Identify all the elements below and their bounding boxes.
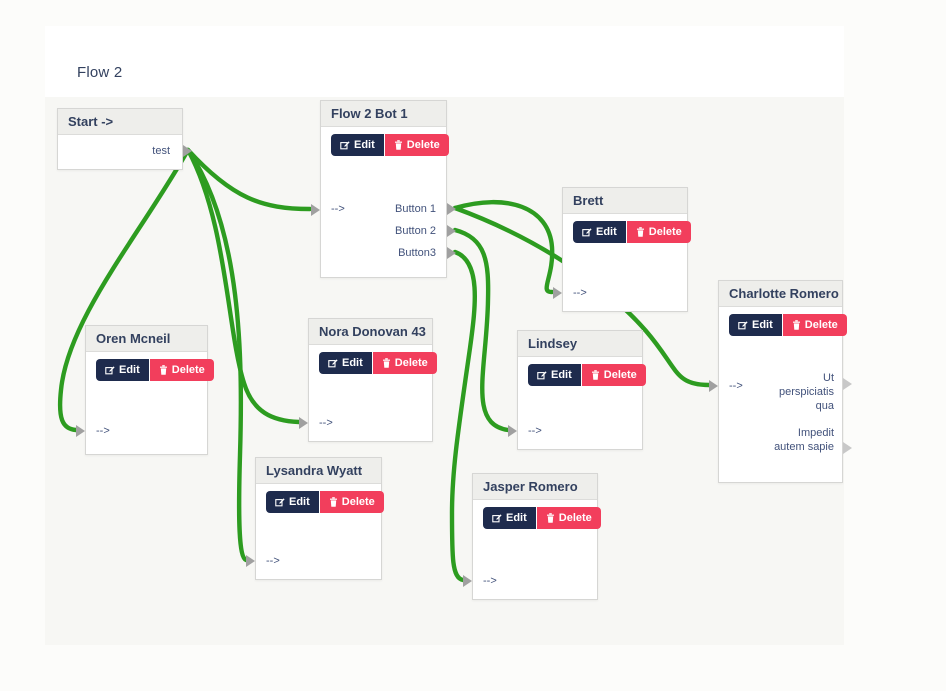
output-label-button2: Button 2 — [395, 225, 436, 237]
input-port[interactable] — [311, 204, 320, 216]
node-start[interactable]: Start -> test — [57, 108, 192, 170]
node-title: Lindsey — [518, 331, 642, 357]
trash-icon — [394, 140, 402, 150]
output-label-test: test — [152, 145, 170, 157]
trash-icon — [792, 320, 800, 330]
delete-button[interactable]: Delete — [372, 352, 437, 374]
output-port[interactable] — [183, 145, 192, 157]
input-label: --> — [331, 203, 345, 215]
node-flow2-bot1[interactable]: Flow 2 Bot 1 Edit Delete --> Button 1 Bu… — [311, 100, 456, 278]
pencil-icon — [105, 366, 115, 375]
input-port[interactable] — [463, 575, 472, 587]
node-title: Brett — [563, 188, 687, 214]
page-title: Flow 2 — [77, 64, 123, 81]
edit-button[interactable]: Edit — [729, 314, 782, 336]
edit-button[interactable]: Edit — [331, 134, 384, 156]
output-port-button1[interactable] — [447, 203, 456, 215]
delete-button[interactable]: Delete — [626, 221, 691, 243]
edge-start-to-nora[interactable] — [185, 147, 302, 425]
output-label-ut-perspiciatis: Ut perspiciatis qua — [778, 372, 834, 412]
node-title: Oren Mcneil — [86, 326, 207, 352]
input-port[interactable] — [246, 555, 255, 567]
edit-button[interactable]: Edit — [483, 507, 536, 529]
output-label-button1: Button 1 — [395, 203, 436, 215]
trash-icon — [546, 513, 554, 523]
input-port[interactable] — [553, 287, 562, 299]
pencil-icon — [275, 498, 285, 507]
edge-button1-to-brett[interactable] — [452, 199, 555, 295]
input-port[interactable] — [508, 425, 517, 437]
input-port[interactable] — [709, 380, 718, 392]
node-nora-donovan[interactable]: Nora Donovan 43 Edit Delete --> — [299, 318, 437, 442]
node-title: Nora Donovan 43 — [309, 319, 432, 345]
pencil-icon — [738, 321, 748, 330]
input-label: --> — [483, 575, 497, 587]
output-label-impedit-autem: Impedit autem sapie — [774, 427, 834, 453]
pencil-icon — [328, 359, 338, 368]
node-lindsey[interactable]: Lindsey Edit Delete --> — [508, 330, 646, 450]
node-oren-mcneil[interactable]: Oren Mcneil Edit Delete --> — [76, 325, 214, 455]
trash-icon — [382, 358, 390, 368]
trash-icon — [159, 365, 167, 375]
delete-button[interactable]: Delete — [581, 364, 646, 386]
edit-button[interactable]: Edit — [573, 221, 626, 243]
node-title: Flow 2 Bot 1 — [321, 101, 446, 127]
output-port-ut[interactable] — [843, 378, 852, 390]
input-label: --> — [319, 417, 333, 429]
node-charlotte-romero[interactable]: Charlotte Romero Edit Delete --> Ut pers… — [709, 280, 852, 483]
node-title: Charlotte Romero — [719, 281, 842, 307]
edge-start-to-bot1[interactable] — [185, 147, 313, 212]
input-label: --> — [573, 287, 587, 299]
input-label: --> — [528, 425, 542, 437]
delete-button[interactable]: Delete — [149, 359, 214, 381]
edit-button[interactable]: Edit — [528, 364, 581, 386]
node-title: Start -> — [58, 109, 182, 135]
header-bar: Flow 2 — [45, 26, 844, 97]
delete-button[interactable]: Delete — [536, 507, 601, 529]
edge-button2-to-lindsey[interactable] — [452, 227, 511, 433]
delete-button[interactable]: Delete — [319, 491, 384, 513]
edge-start-to-oren[interactable] — [57, 147, 191, 433]
input-label: --> — [96, 425, 110, 437]
input-port[interactable] — [76, 425, 85, 437]
delete-button[interactable]: Delete — [384, 134, 449, 156]
node-title: Jasper Romero — [473, 474, 597, 500]
edit-button[interactable]: Edit — [96, 359, 149, 381]
trash-icon — [329, 497, 337, 507]
edge-start-to-lysandra[interactable] — [185, 147, 249, 563]
output-port-button2[interactable] — [447, 225, 456, 237]
node-jasper-romero[interactable]: Jasper Romero Edit Delete --> — [463, 473, 601, 600]
edit-button[interactable]: Edit — [266, 491, 319, 513]
pencil-icon — [582, 228, 592, 237]
input-label: --> — [729, 380, 743, 392]
node-brett[interactable]: Brett Edit Delete --> — [553, 187, 691, 312]
output-label-button3: Button3 — [398, 247, 436, 259]
edit-button[interactable]: Edit — [319, 352, 372, 374]
delete-button[interactable]: Delete — [782, 314, 847, 336]
edge-button3-to-jasper[interactable] — [449, 249, 477, 583]
output-port-button3[interactable] — [447, 247, 456, 259]
pencil-icon — [537, 371, 547, 380]
pencil-icon — [492, 514, 502, 523]
output-port-impedit[interactable] — [843, 442, 852, 454]
pencil-icon — [340, 141, 350, 150]
edge-button1-to-charlotte[interactable] — [452, 205, 712, 388]
input-port[interactable] — [299, 417, 308, 429]
node-title: Lysandra Wyatt — [256, 458, 381, 484]
node-lysandra-wyatt[interactable]: Lysandra Wyatt Edit Delete --> — [246, 457, 384, 580]
input-label: --> — [266, 555, 280, 567]
trash-icon — [636, 227, 644, 237]
trash-icon — [591, 370, 599, 380]
